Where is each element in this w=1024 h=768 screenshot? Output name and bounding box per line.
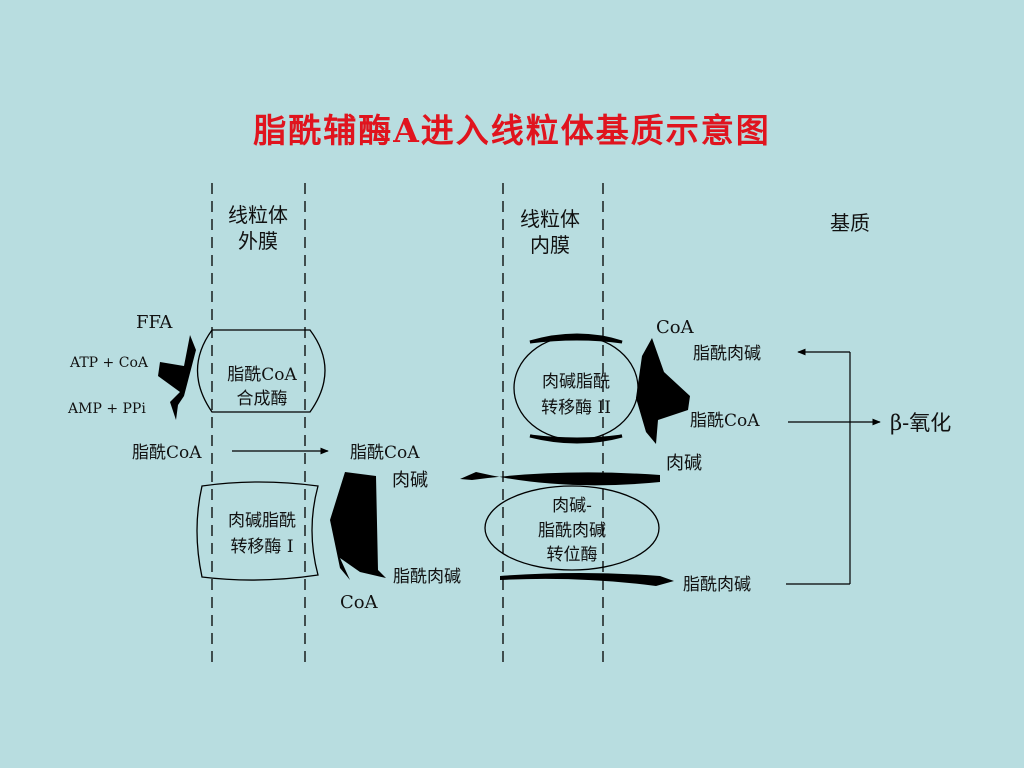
cat2-shape-bottom-cap	[529, 434, 623, 444]
translocase-label-3: 转位酶	[547, 545, 598, 565]
cat1-label: 肉碱脂酰	[228, 511, 296, 531]
acylcarnitine-right: 脂酰肉碱	[683, 575, 751, 595]
acylcarnitine-mid: 脂酰肉碱	[393, 567, 461, 587]
acylcarnitine-import-arrow	[500, 573, 674, 586]
translocase-label: 肉碱-	[552, 496, 592, 516]
slide-title: 脂酰辅酶A进入线粒体基质示意图	[253, 111, 771, 150]
coa-top: CoA	[656, 317, 695, 338]
beta-oxidation-connector	[786, 348, 881, 585]
synthetase-reaction-arrow	[158, 335, 196, 420]
inner-membrane-label: 线粒体	[520, 207, 580, 231]
ffa-label: FFA	[136, 312, 173, 333]
cat2-reaction-arrow	[636, 338, 690, 444]
acylcarnitine-top: 脂酰肉碱	[693, 344, 761, 364]
amp-ppi-label: AMP + PPi	[67, 401, 146, 417]
atp-coa-label: ATP + CoA	[69, 355, 149, 371]
inner-membrane	[502, 183, 604, 668]
beta-oxidation-label: β-氧化	[890, 411, 951, 435]
cat1-reaction-arrow	[330, 472, 386, 580]
cat2-label: 肉碱脂酰	[542, 372, 610, 392]
synthetase-shape	[196, 329, 326, 413]
matrix-label: 基质	[830, 211, 870, 235]
cat1-shape	[196, 481, 319, 581]
acyl-coa-left: 脂酰CoA	[132, 443, 202, 463]
translocase-shape	[484, 485, 660, 571]
cat2-shape-top-cap	[529, 333, 623, 344]
carnitine-right: 肉碱	[666, 453, 702, 474]
outer-membrane-label-2: 外膜	[238, 229, 278, 253]
acyl-coa-right: 脂酰CoA	[690, 411, 760, 431]
inner-membrane-label-2: 内膜	[530, 233, 570, 257]
cat1-label-2: 转移酶 I	[230, 537, 293, 557]
synthetase-label: 脂酰CoA	[227, 365, 297, 385]
translocase-label-2: 脂酰肉碱	[538, 521, 606, 541]
cat2-label-2: 转移酶 II	[541, 398, 611, 418]
synthetase-label-2: 合成酶	[237, 389, 288, 409]
carnitine-return-arrow	[460, 472, 660, 486]
acyl-coa-mid: 脂酰CoA	[350, 443, 420, 463]
outer-membrane-label: 线粒体	[228, 203, 288, 227]
coa-bottom: CoA	[340, 592, 379, 613]
carnitine-mid: 肉碱	[392, 470, 428, 491]
outer-membrane	[211, 183, 306, 668]
